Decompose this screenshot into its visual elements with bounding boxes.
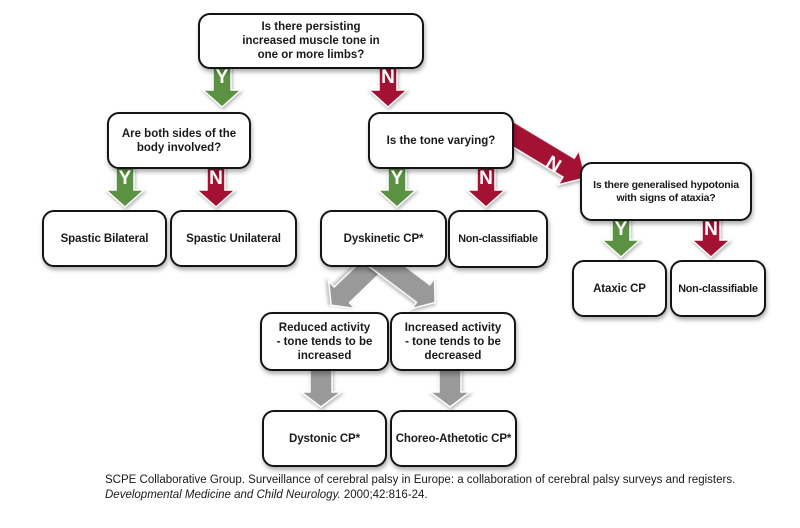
arrow-label-no: N xyxy=(479,168,493,189)
citation-journal: Developmental Medicine and Child Neurolo… xyxy=(105,489,341,501)
arrow-yes-varying-to-dyskinetic xyxy=(376,164,418,209)
arrow-increased-to-choreo xyxy=(427,366,473,408)
citation-ref: 2000;42:816-24. xyxy=(340,489,428,501)
arrow-reduced-to-dystonic xyxy=(298,366,344,408)
node-non-classifiable-right: Non-classifiable xyxy=(670,260,766,317)
node-question-muscle-tone: Is there persisting increased muscle ton… xyxy=(198,13,424,69)
node-question-both-sides: Are both sides of the body involved? xyxy=(107,112,251,169)
node-choreo-athetotic-cp: Choreo-Athetotic CP* xyxy=(390,410,517,467)
arrow-yes-tone-to-sides xyxy=(201,64,243,109)
node-increased-activity: Increased activity - tone tends to be de… xyxy=(390,312,516,371)
node-non-classifiable-mid: Non-classifiable xyxy=(448,210,548,268)
node-reduced-activity: Reduced activity - tone tends to be incr… xyxy=(260,312,389,371)
node-question-hypotonia-ataxia: Is there generalised hypotonia with sign… xyxy=(580,162,752,221)
arrow-label-yes: Y xyxy=(118,168,132,189)
arrow-label-yes: Y xyxy=(614,219,628,240)
node-dystonic-cp: Dystonic CP* xyxy=(262,410,387,467)
arrow-label-yes: Y xyxy=(390,168,404,189)
node-spastic-unilateral: Spastic Unilateral xyxy=(170,210,297,267)
arrow-no-sides-to-unilateral xyxy=(195,164,237,209)
node-spastic-bilateral: Spastic Bilateral xyxy=(42,210,167,267)
arrow-no-varying-to-nonclassifiable xyxy=(465,164,507,209)
arrow-label-no: N xyxy=(209,168,223,189)
arrow-label-no: N xyxy=(704,219,718,240)
citation-line2: Developmental Medicine and Child Neurolo… xyxy=(105,488,775,503)
arrow-label-no: N xyxy=(381,67,395,88)
arrow-no-tone-to-varying xyxy=(367,64,409,109)
node-question-tone-varying: Is the tone varying? xyxy=(368,112,514,169)
node-ataxic-cp: Ataxic CP xyxy=(572,260,667,317)
arrow-yes-sides-to-bilateral xyxy=(104,164,146,209)
citation: SCPE Collaborative Group. Surveillance o… xyxy=(105,473,775,503)
node-dyskinetic-cp: Dyskinetic CP* xyxy=(320,210,447,267)
citation-line1: SCPE Collaborative Group. Surveillance o… xyxy=(105,474,736,486)
arrow-label-yes: Y xyxy=(215,67,229,88)
